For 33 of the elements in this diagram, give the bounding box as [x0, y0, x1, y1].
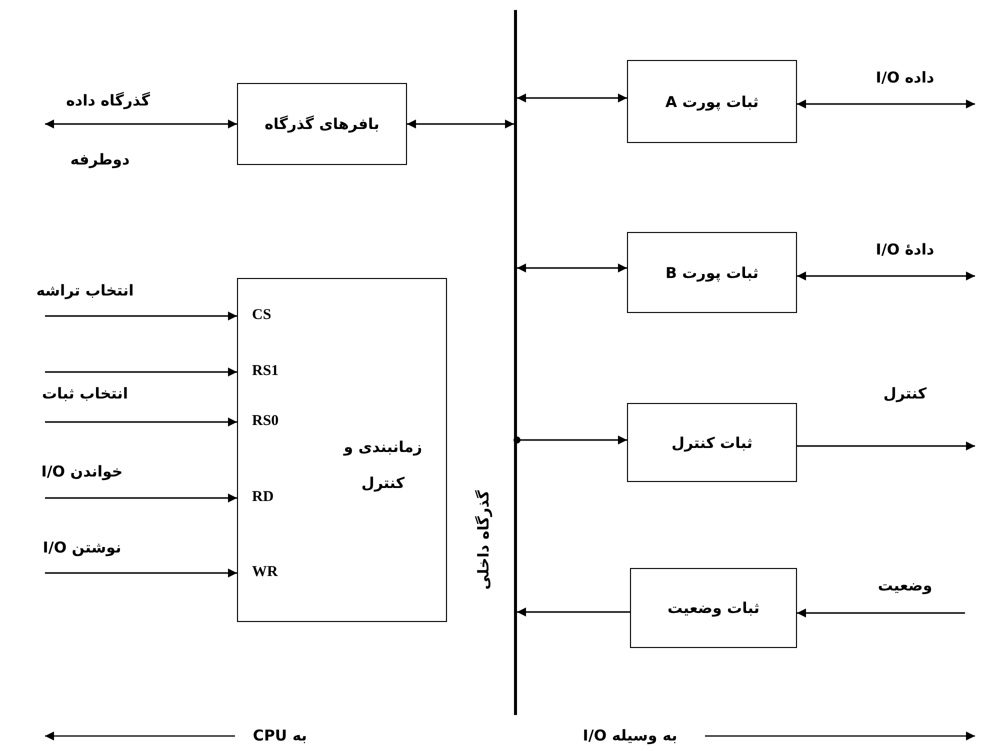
pin-label: RS1 — [252, 364, 279, 379]
pin-label: WR — [252, 565, 278, 580]
arrow — [45, 368, 237, 376]
text-label: دوطرفه — [70, 151, 130, 169]
register-box: ثبات پورت A — [627, 60, 797, 143]
arrow — [45, 312, 237, 320]
arrow — [45, 120, 237, 128]
arrow — [517, 608, 630, 616]
arrow — [517, 264, 627, 272]
edge-label: کنترل — [881, 385, 929, 403]
control-block — [237, 278, 447, 622]
arrow — [797, 100, 975, 108]
pin-label: RD — [252, 490, 274, 505]
register-box: ثبات وضعیت — [630, 568, 797, 648]
arrow — [797, 608, 965, 618]
arrow — [407, 120, 514, 128]
arrow — [797, 442, 975, 450]
text-label: به وسیله I/O — [582, 727, 678, 745]
register-box: ثبات کنترل — [627, 403, 797, 482]
arrow — [514, 436, 627, 444]
bus-label: گذرگاه داخلی — [475, 490, 493, 590]
register-box: بافرهای گذرگاه — [237, 83, 407, 165]
arrow — [45, 494, 237, 502]
register-box: ثبات پورت B — [627, 232, 797, 313]
arrow — [45, 418, 237, 426]
arrow — [45, 568, 237, 578]
arrow — [517, 94, 627, 102]
block-label: زمانبندی و کنترل — [342, 437, 424, 494]
arrow — [797, 272, 975, 280]
text-label: گذرگاه داده — [66, 92, 150, 110]
pin-label: CS — [252, 308, 272, 323]
text-label: به CPU — [252, 727, 308, 745]
pin-label: RS0 — [252, 414, 279, 429]
